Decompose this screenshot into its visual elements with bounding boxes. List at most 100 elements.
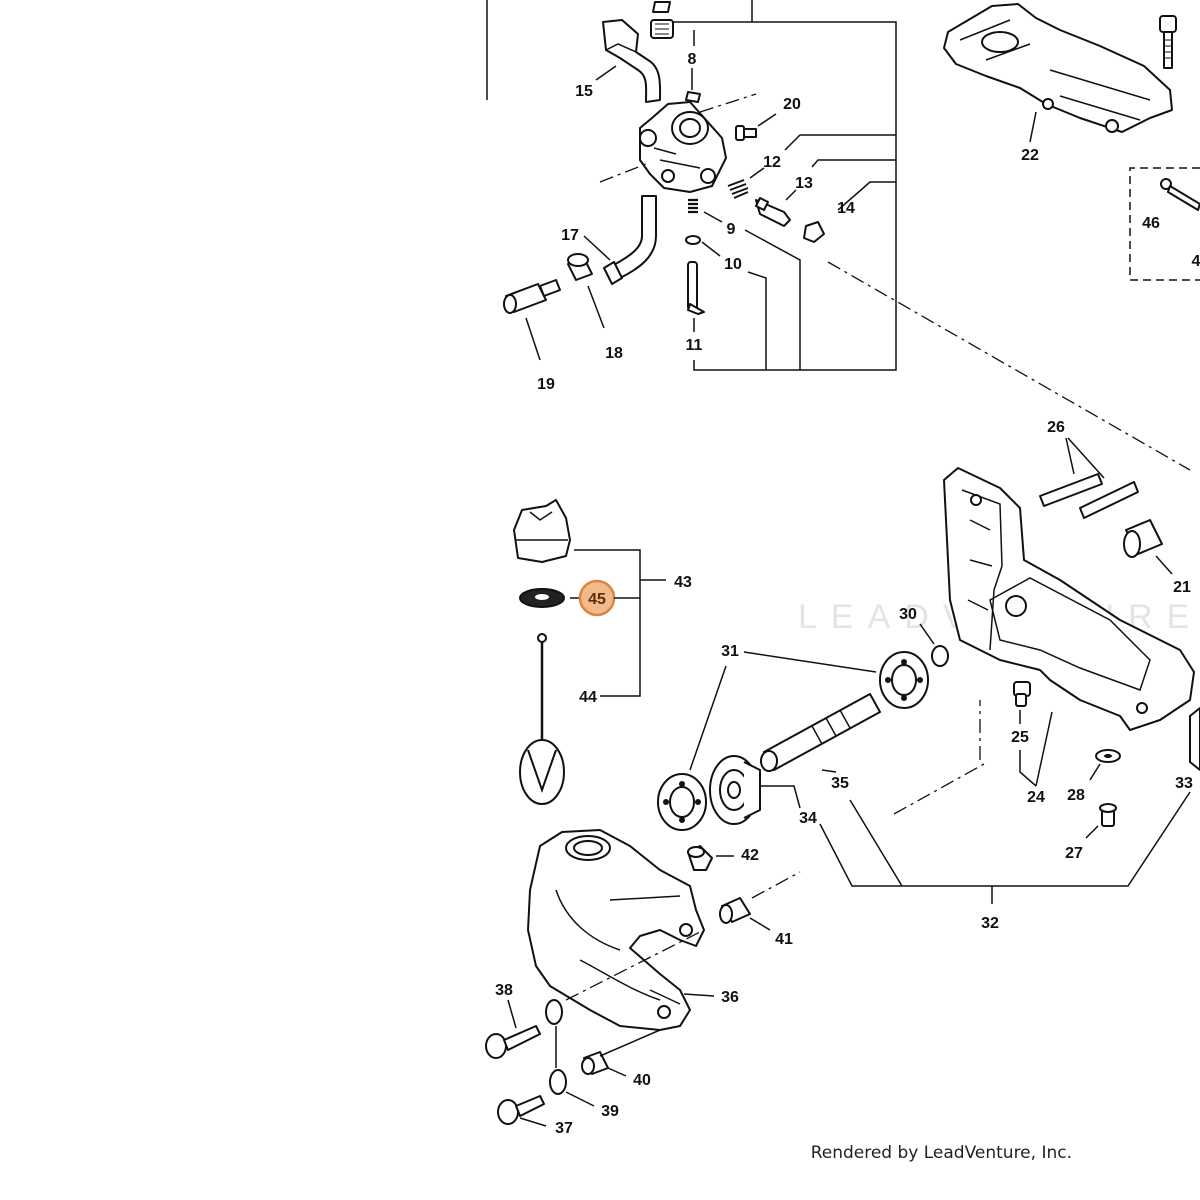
callout-17[interactable]: 17: [561, 227, 579, 244]
callout-35[interactable]: 35: [831, 775, 849, 792]
callout-12[interactable]: 12: [763, 154, 781, 171]
callout-22[interactable]: 22: [1021, 147, 1039, 164]
axis-gearbox: [893, 700, 985, 815]
part-bolt-46[interactable]: [1160, 178, 1200, 211]
axis-main: [827, 261, 1191, 471]
leader-34: [760, 785, 801, 809]
callout-45-highlight[interactable]: 45: [578, 579, 616, 617]
callout-42[interactable]: 42: [741, 847, 759, 864]
leader-36: [683, 993, 715, 997]
callout-26[interactable]: 26: [1047, 419, 1065, 436]
axis-pump: [599, 93, 757, 183]
callout-13[interactable]: 13: [795, 175, 813, 192]
part-33[interactable]: [1189, 707, 1200, 771]
leader-13: [785, 189, 797, 201]
callout-30[interactable]: 30: [899, 606, 917, 623]
part-washer-39a[interactable]: [545, 999, 563, 1025]
callout-19[interactable]: 19: [537, 376, 555, 393]
leader-28: [1089, 763, 1101, 781]
part-cap-43[interactable]: [513, 499, 571, 563]
part-bolt-25[interactable]: [1013, 681, 1031, 707]
part-washer-39b[interactable]: [549, 1069, 567, 1095]
part-nut-21[interactable]: [1123, 519, 1163, 558]
part-bolt-top-right[interactable]: [1159, 15, 1177, 69]
leader-30: [919, 623, 935, 645]
callout-45-label: 45: [588, 591, 606, 608]
part-cap-square[interactable]: [650, 19, 674, 39]
callout-14[interactable]: 14: [837, 200, 855, 217]
part-stud-26b[interactable]: [1079, 481, 1139, 519]
part-oil-pump-body[interactable]: [639, 101, 727, 193]
callout-8[interactable]: 8: [688, 51, 697, 68]
callout-43[interactable]: 43: [674, 574, 692, 591]
part-spring-9[interactable]: [688, 198, 698, 214]
leader-40: [599, 1029, 661, 1077]
callout-21[interactable]: 21: [1173, 579, 1191, 596]
callout-20[interactable]: 20: [783, 96, 801, 113]
part-washer-28[interactable]: [1095, 749, 1121, 763]
part-housing-22[interactable]: [943, 3, 1173, 133]
part-dipstick-44[interactable]: [519, 633, 565, 805]
part-screw-27[interactable]: [1099, 803, 1117, 827]
part-filter-19[interactable]: [503, 279, 561, 314]
part-handle-housing-36[interactable]: [527, 829, 705, 1031]
leader-38: [507, 999, 517, 1029]
callout-25[interactable]: 25: [1011, 729, 1029, 746]
callout-34[interactable]: 34: [799, 810, 817, 827]
part-oil-line-elbow[interactable]: [602, 19, 662, 103]
callout-10[interactable]: 10: [724, 256, 742, 273]
callout-24[interactable]: 24: [1027, 789, 1045, 806]
part-pin-11[interactable]: [687, 261, 705, 315]
part-screw-38[interactable]: [485, 1025, 541, 1059]
leader-19: [525, 317, 541, 361]
callout-46[interactable]: 46: [1142, 215, 1160, 232]
part-bearing-31b[interactable]: [657, 773, 707, 831]
callout-47[interactable]: 4: [1192, 253, 1200, 270]
bracket-43: [574, 549, 666, 697]
part-washer-45[interactable]: [519, 588, 565, 608]
callout-27[interactable]: 27: [1065, 845, 1083, 862]
callout-40[interactable]: 40: [633, 1072, 651, 1089]
part-plunger-13[interactable]: [755, 197, 791, 227]
part-sleeve-40[interactable]: [581, 1051, 609, 1075]
callout-36[interactable]: 36: [721, 989, 739, 1006]
callout-32[interactable]: 32: [981, 915, 999, 932]
callout-33[interactable]: 33: [1175, 775, 1193, 792]
part-fitting-18[interactable]: [567, 253, 593, 281]
callout-18[interactable]: 18: [605, 345, 623, 362]
part-cap-14[interactable]: [803, 221, 825, 243]
callout-37[interactable]: 37: [555, 1120, 573, 1137]
leader-27: [1085, 825, 1099, 839]
leader-22: [1029, 111, 1037, 143]
leader-12: [749, 167, 765, 179]
part-clip-8b[interactable]: [652, 1, 671, 13]
part-gearbox-body[interactable]: [943, 467, 1195, 731]
part-hose-17[interactable]: [603, 195, 657, 285]
callout-28[interactable]: 28: [1067, 787, 1085, 804]
callout-41[interactable]: 41: [775, 931, 793, 948]
callout-11[interactable]: 11: [686, 337, 703, 354]
part-screw-20[interactable]: [735, 125, 757, 141]
part-gear-34[interactable]: [709, 755, 761, 825]
part-shaft-35[interactable]: [760, 693, 881, 772]
part-stud-26a[interactable]: [1039, 473, 1103, 507]
part-spring-12[interactable]: [727, 179, 749, 199]
callout-15[interactable]: 15: [575, 83, 593, 100]
part-clip-8[interactable]: [685, 91, 701, 103]
leader-10: [701, 241, 721, 257]
part-fitting-42[interactable]: [687, 845, 713, 871]
callout-38[interactable]: 38: [495, 982, 513, 999]
callout-44[interactable]: 44: [579, 689, 597, 706]
bracket-top-group: [660, 21, 897, 371]
leader-24: [1019, 711, 1053, 787]
callout-31[interactable]: 31: [721, 643, 739, 660]
part-screw-37[interactable]: [497, 1095, 545, 1125]
leader-39: [555, 1026, 595, 1107]
part-bearing-31a[interactable]: [879, 651, 929, 709]
callout-39[interactable]: 39: [601, 1103, 619, 1120]
callout-9[interactable]: 9: [727, 221, 736, 238]
part-bushing-41[interactable]: [719, 897, 751, 924]
leader-41: [749, 917, 771, 931]
part-ring-10[interactable]: [685, 235, 701, 245]
part-ring-30[interactable]: [931, 645, 949, 667]
